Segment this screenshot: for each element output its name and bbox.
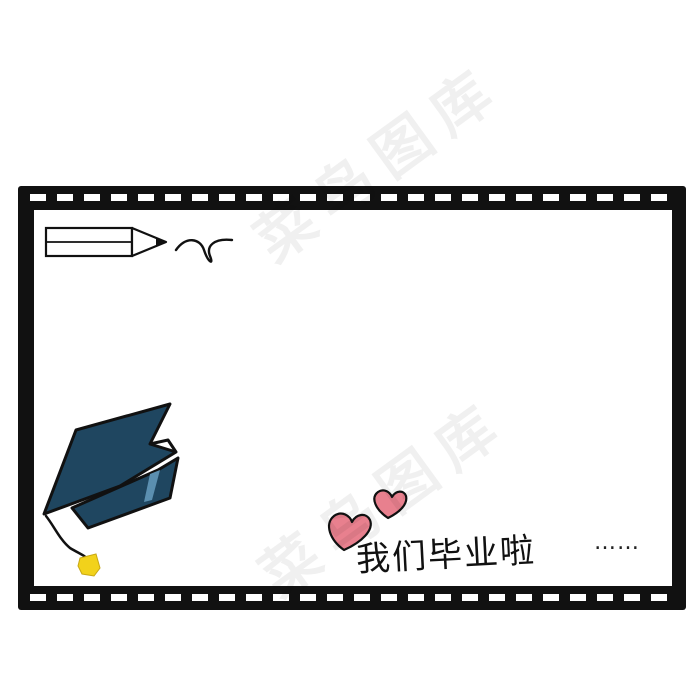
sprocket-hole <box>30 194 46 201</box>
heart-icon <box>373 489 408 520</box>
sprocket-hole <box>165 194 181 201</box>
sprocket-hole <box>192 194 208 201</box>
sprocket-hole <box>300 594 316 601</box>
sprocket-hole <box>408 594 424 601</box>
sprocket-hole <box>192 594 208 601</box>
sprocket-hole <box>570 594 586 601</box>
sprocket-hole <box>516 594 532 601</box>
sprocket-hole <box>489 194 505 201</box>
sprocket-hole <box>381 594 397 601</box>
sprocket-hole <box>165 594 181 601</box>
sprocket-hole <box>246 594 262 601</box>
sprocket-hole <box>354 594 370 601</box>
sprocket-hole <box>543 194 559 201</box>
sprocket-hole <box>138 194 154 201</box>
sprocket-hole <box>111 194 127 201</box>
sprocket-hole <box>273 594 289 601</box>
sprocket-hole <box>300 194 316 201</box>
sprocket-hole <box>354 194 370 201</box>
sprocket-hole <box>57 594 73 601</box>
graduation-cap-icon <box>42 402 180 577</box>
sprocket-hole <box>651 594 667 601</box>
sprocket-hole <box>273 194 289 201</box>
sprocket-hole <box>138 594 154 601</box>
sprocket-hole <box>489 594 505 601</box>
sprocket-holes-top <box>30 194 667 201</box>
sprocket-hole <box>246 194 262 201</box>
sprocket-hole <box>327 594 343 601</box>
sprocket-hole <box>57 194 73 201</box>
sprocket-hole <box>597 194 613 201</box>
sprocket-hole <box>570 194 586 201</box>
sprocket-hole <box>219 594 235 601</box>
sprocket-hole <box>462 594 478 601</box>
heart-icon <box>327 512 372 552</box>
squiggle-icon <box>174 238 234 263</box>
sprocket-hole <box>327 194 343 201</box>
sprocket-hole <box>381 194 397 201</box>
sprocket-hole <box>408 194 424 201</box>
sprocket-hole <box>624 594 640 601</box>
sprocket-hole <box>543 594 559 601</box>
sprocket-hole <box>30 594 46 601</box>
caption-ellipsis: …… <box>594 530 640 555</box>
sprocket-hole <box>597 594 613 601</box>
sprocket-hole <box>219 194 235 201</box>
sprocket-holes-bottom <box>30 594 667 601</box>
sprocket-hole <box>84 594 100 601</box>
pencil-icon <box>44 226 168 258</box>
sprocket-hole <box>462 194 478 201</box>
sprocket-hole <box>435 194 451 201</box>
sprocket-hole <box>84 194 100 201</box>
sprocket-hole <box>111 594 127 601</box>
sprocket-hole <box>435 594 451 601</box>
sprocket-hole <box>624 194 640 201</box>
sprocket-hole <box>516 194 532 201</box>
graduation-caption: 我们毕业啦 <box>355 530 537 580</box>
sprocket-hole <box>651 194 667 201</box>
